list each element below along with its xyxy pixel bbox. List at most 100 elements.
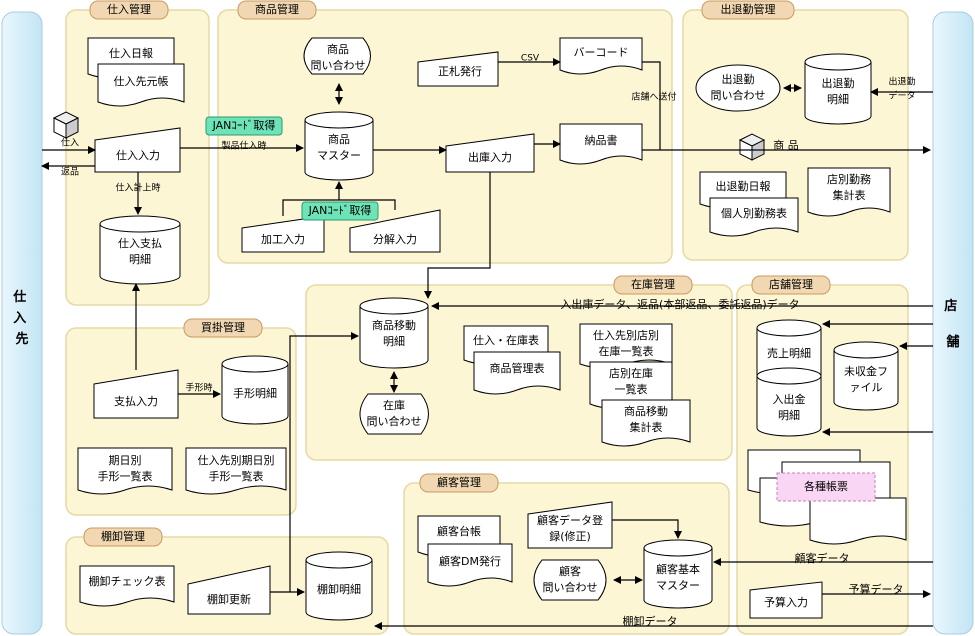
svg-text:個人別勤務表: 個人別勤務表	[721, 206, 787, 220]
doc-tenbetsu-zaiko: 店別在庫 一覧表	[589, 361, 673, 409]
svg-text:分解入力: 分解入力	[373, 232, 417, 246]
label-shohin: 商 品	[773, 138, 799, 152]
svg-text:明細: 明細	[827, 93, 849, 106]
svg-text:明細: 明細	[778, 409, 800, 422]
svg-text:顧客データ登: 顧客データ登	[537, 513, 603, 527]
tag-shohin: 商品管理	[237, 0, 317, 20]
input-kokyaku-data-toroku: 顧客データ登 録(修正)	[527, 501, 613, 549]
input-tanaoroshi-koshin: 棚卸更新	[187, 565, 271, 615]
svg-text:問い合わせ: 問い合わせ	[311, 58, 366, 72]
input-shofuda: 正札発行	[417, 51, 499, 87]
svg-text:仕入・在庫表: 仕入・在庫表	[473, 333, 539, 347]
store-label: 店 舗	[944, 298, 962, 350]
svg-text:支払入力: 支払入力	[114, 394, 158, 408]
svg-text:問い合わせ: 問い合わせ	[367, 414, 422, 428]
label-shiire: 仕入	[61, 137, 79, 149]
svg-text:手形一覧表: 手形一覧表	[98, 469, 153, 483]
svg-text:買掛管理: 買掛管理	[201, 320, 245, 334]
edge-shukko-ido	[424, 172, 491, 299]
svg-text:手形明細: 手形明細	[233, 386, 277, 400]
doc-shohin-kanri: 商品管理表	[473, 351, 561, 395]
tag-kaikake: 買掛管理	[183, 318, 263, 338]
edge-toroku-master	[612, 519, 682, 539]
supplier-label: 仕 入 先	[12, 289, 31, 347]
doc-barcode: バーコード	[559, 37, 643, 75]
svg-text:商品移動: 商品移動	[372, 318, 416, 332]
label-shuttaikin-data-1: 出退勤	[888, 76, 915, 88]
svg-text:JANｺｰﾄﾞ取得: JANｺｰﾄﾞ取得	[308, 204, 372, 217]
svg-text:仕入先元帳: 仕入先元帳	[114, 74, 169, 88]
doc-kijitsubetsu: 期日別 手形一覧表	[77, 447, 173, 495]
jan-badge-1: JANｺｰﾄﾞ取得	[205, 116, 283, 136]
label-tegata-ji: 手形時	[185, 382, 212, 394]
db-kokyaku-master: 顧客基本 マスター	[643, 539, 713, 609]
svg-text:顧客台帳: 顧客台帳	[437, 524, 481, 538]
label-seihin-shiire: 製品仕入時	[221, 140, 266, 152]
svg-text:棚卸更新: 棚卸更新	[207, 592, 251, 606]
svg-text:マスター: マスター	[656, 579, 700, 592]
svg-text:在庫一覧表: 在庫一覧表	[599, 344, 654, 358]
display-shuttaikin-toiawase: 出退勤 問い合わせ	[695, 64, 781, 112]
supplier-bar	[1, 11, 43, 635]
svg-text:棚卸管理: 棚卸管理	[101, 529, 145, 543]
svg-text:録(修正): 録(修正)	[549, 529, 591, 543]
svg-text:仕入管理: 仕入管理	[107, 2, 151, 16]
svg-text:出庫入力: 出庫入力	[468, 150, 512, 164]
db-mishukin: 未収金フ ァイル	[833, 341, 899, 411]
svg-text:出退勤日報: 出退勤日報	[716, 179, 771, 193]
label-shuttaikin-data-2: データ	[888, 90, 915, 102]
svg-text:出退勤管理: 出退勤管理	[721, 2, 776, 16]
doc-tanaoroshi-check: 棚卸チェック表	[79, 565, 175, 607]
doc-nohinsho: 納品書	[559, 123, 643, 165]
db-shuttaikin-meisai: 出退勤 明細	[804, 53, 872, 125]
svg-text:納品書: 納品書	[585, 133, 618, 147]
svg-text:正札発行: 正札発行	[438, 64, 482, 78]
svg-text:明細: 明細	[129, 253, 151, 266]
label-csv: CSV	[521, 54, 540, 64]
doc-shiiresakibetsu-kijitsu: 仕入先別期日別 手形一覧表	[185, 447, 287, 495]
doc-stack-kakushu: 各種帳票	[747, 449, 907, 545]
svg-text:マスター: マスター	[317, 149, 361, 162]
edge-barcode-tenpo	[642, 61, 661, 150]
db-shiire-shiharai: 仕入支払 明細	[99, 215, 181, 285]
svg-text:仕入先別期日別: 仕入先別期日別	[198, 454, 275, 467]
store-bar	[932, 11, 974, 635]
svg-text:店別在庫: 店別在庫	[609, 366, 653, 380]
svg-text:予算入力: 予算入力	[764, 595, 808, 609]
svg-text:出退勤: 出退勤	[822, 76, 855, 90]
svg-text:バーコード: バーコード	[574, 46, 629, 59]
svg-text:問い合わせ: 問い合わせ	[543, 580, 598, 594]
svg-text:在庫: 在庫	[383, 398, 405, 412]
svg-text:仕入支払: 仕入支払	[118, 236, 162, 250]
svg-text:棚卸チェック表: 棚卸チェック表	[89, 574, 166, 588]
tag-kokyaku: 顧客管理	[419, 473, 499, 493]
edge-tanaoroshi-ido	[289, 332, 359, 592]
svg-text:商品管理表: 商品管理表	[490, 361, 545, 375]
label-yosan-data: 予算データ	[849, 582, 904, 596]
doc-shiiresaki-motocho: 仕入先元帳	[97, 63, 185, 107]
svg-text:在庫管理: 在庫管理	[631, 277, 675, 291]
input-shiire-nyuryoku: 仕入入力	[94, 127, 181, 173]
svg-text:売上明細: 売上明細	[767, 347, 811, 360]
display-shohin-toiawase: 商品 問い合わせ	[303, 37, 371, 75]
svg-text:手形一覧表: 手形一覧表	[209, 469, 264, 483]
svg-text:仕入日報: 仕入日報	[109, 47, 153, 60]
tag-shuttaikin: 出退勤管理	[701, 0, 795, 20]
svg-text:一覧表: 一覧表	[615, 382, 648, 396]
svg-text:店別勤務: 店別勤務	[827, 172, 871, 186]
svg-text:棚卸明細: 棚卸明細	[317, 582, 361, 596]
svg-text:未収金フ: 未収金フ	[844, 364, 888, 378]
svg-text:仕入先別店別: 仕入先別店別	[593, 328, 659, 342]
svg-text:問い合わせ: 問い合わせ	[711, 88, 766, 102]
label-henpin: 返品	[61, 166, 79, 178]
display-kokyaku-toiawase: 顧客 問い合わせ	[533, 559, 607, 601]
tag-tanaoroshi: 棚卸管理	[83, 527, 163, 547]
input-shukko-nyuryoku: 出庫入力	[445, 133, 535, 173]
svg-text:各種帳票: 各種帳票	[804, 479, 848, 493]
label-tanaoroshi-data: 棚卸データ	[623, 614, 678, 628]
label-shiire-keijo: 仕入計上時	[115, 182, 160, 194]
svg-text:出退勤: 出退勤	[722, 72, 755, 86]
input-yosan-nyuryoku: 予算入力	[749, 581, 823, 619]
svg-text:集計表: 集計表	[833, 188, 866, 202]
label-tenpo-sofu: 店舗へ送付	[631, 91, 676, 103]
